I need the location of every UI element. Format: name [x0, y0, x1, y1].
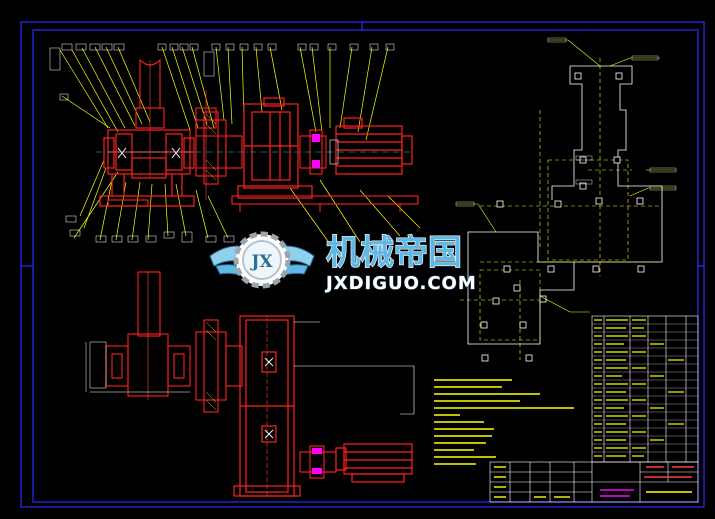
drum-column [127, 271, 169, 400]
side-tag-group [49, 47, 215, 101]
motor-top [335, 117, 413, 175]
parts-list-table [591, 315, 699, 463]
pinion-gear [195, 111, 243, 185]
drawing-frame [20, 21, 705, 508]
foundation-leaders [456, 39, 676, 313]
gear-wings-icon: JX [209, 231, 315, 289]
watermark-logo: JX 机械帝国 JXDIGUO.COM [209, 231, 477, 294]
pinion-hatch [205, 113, 217, 181]
side-coupling-hatch [205, 321, 217, 411]
top-assembly-view [49, 43, 421, 245]
side-motor [335, 443, 413, 483]
anchor-bolts [480, 72, 645, 362]
coupling-hatch [312, 134, 320, 168]
base-frame-top [107, 195, 419, 212]
item-number-tags [61, 43, 395, 51]
foundation-plan-view [455, 37, 677, 362]
gearbox-housing-top [99, 129, 195, 207]
side-gearbox [233, 315, 301, 497]
watermark-url-text: JXDIGUO.COM [324, 273, 477, 294]
side-bearing-housing [105, 345, 191, 387]
motor-outline-white [329, 139, 339, 165]
side-motor-hatch [312, 448, 322, 474]
badge-text: JX [249, 252, 273, 272]
foundation-dashed-lines [460, 58, 660, 360]
bottom-number-tags [65, 215, 235, 243]
watermark-chinese-text: 机械帝国 [326, 233, 462, 273]
side-gearbox-marks [264, 357, 274, 439]
technical-requirements-block [434, 379, 574, 465]
title-block-marks [494, 466, 694, 498]
title-block [489, 461, 699, 503]
reducer-box-top [237, 97, 313, 199]
side-dimension-lines [85, 341, 190, 393]
side-coupling [195, 319, 243, 413]
parts-list-text-marks [594, 319, 684, 457]
foundation-labels [455, 37, 677, 207]
bearing-marks [117, 147, 181, 159]
side-view-assembly [85, 271, 415, 497]
parts-list-rows [592, 323, 698, 453]
side-outer-outline [294, 321, 415, 415]
